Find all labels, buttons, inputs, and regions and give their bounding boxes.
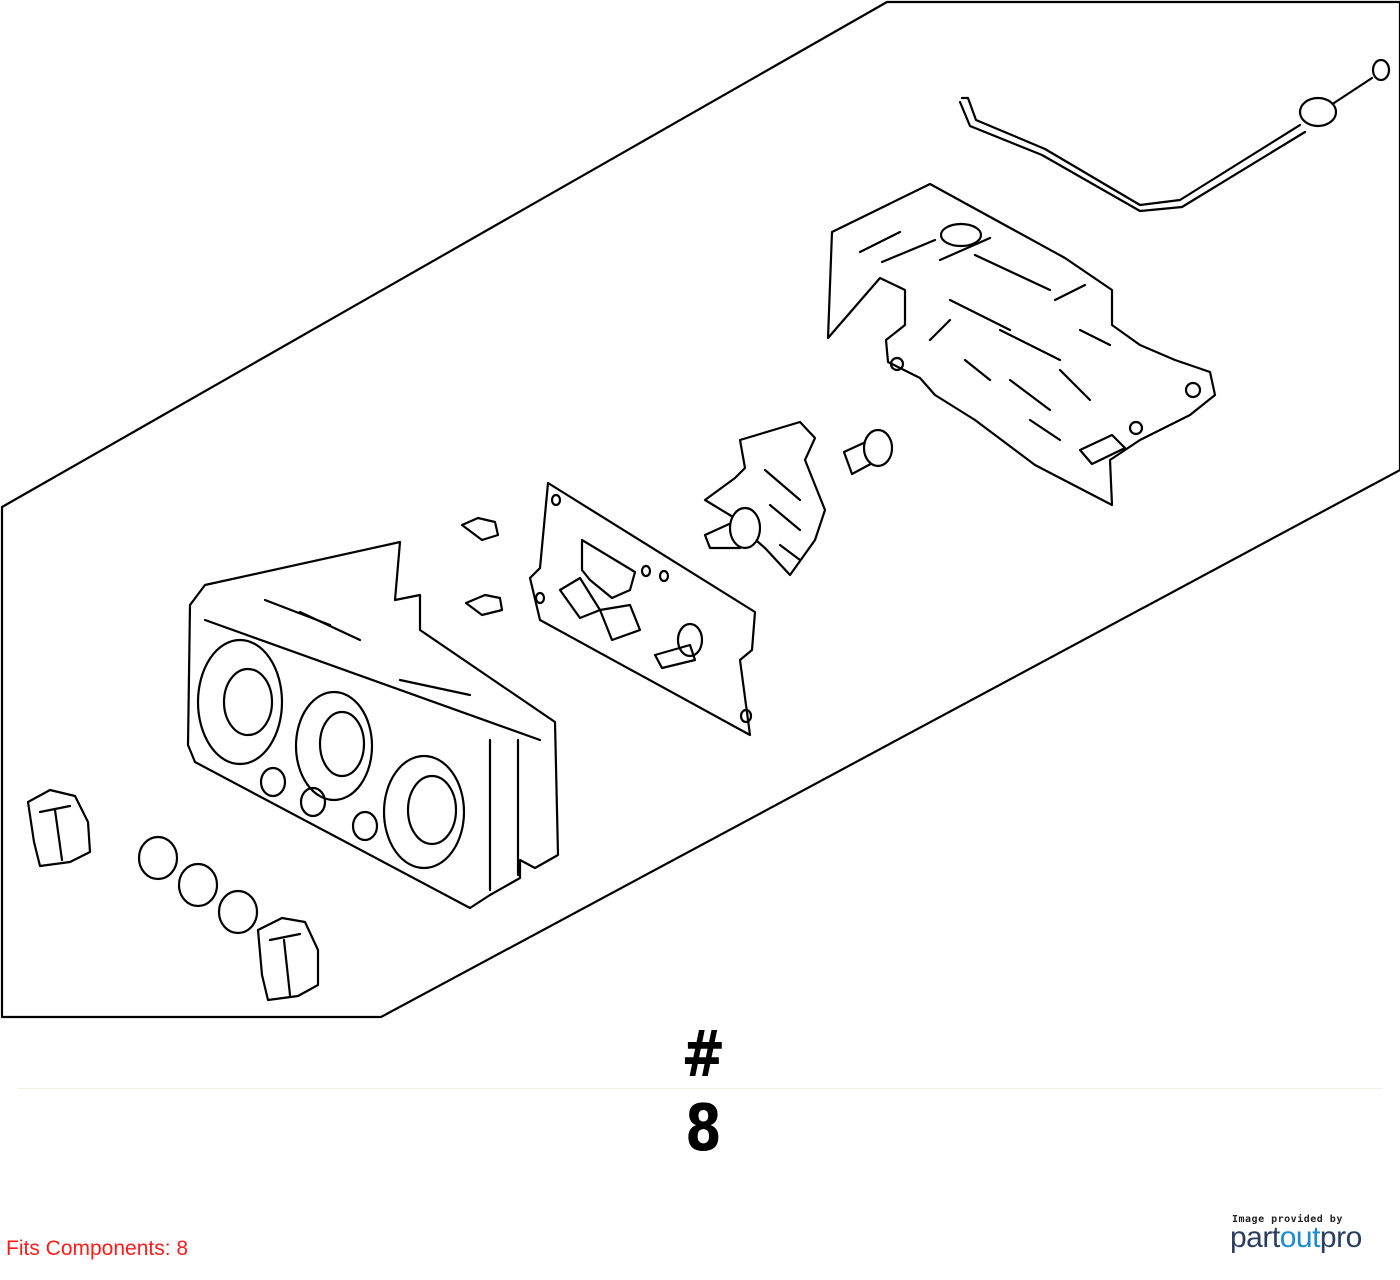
control-housing	[826, 182, 1217, 507]
circuit-plate	[528, 481, 757, 737]
control-cable	[958, 58, 1391, 213]
bulb-lower	[464, 593, 504, 617]
button-1	[137, 835, 179, 881]
divider	[18, 1088, 1382, 1089]
logo-part: part	[1230, 1221, 1280, 1254]
control-panel-bezel	[186, 540, 560, 910]
screw	[842, 428, 894, 476]
knob-left	[26, 788, 92, 868]
logo-pro: pro	[1319, 1221, 1362, 1254]
bulb-upper	[460, 516, 500, 542]
diagram-board	[0, 0, 1400, 1019]
blower-switch	[703, 420, 827, 577]
partoutpro-logo[interactable]: partoutpro	[1230, 1221, 1380, 1255]
component-number-label: # 8	[681, 1018, 729, 1166]
parts-diagram	[0, 0, 1400, 1019]
image-credit: Image provided by partoutpro	[1230, 1214, 1380, 1255]
knob-right	[256, 916, 320, 1002]
button-3	[217, 889, 259, 935]
credit-line: Image provided by	[1232, 1214, 1343, 1225]
button-2	[177, 862, 219, 908]
fits-components-text: Fits Components: 8	[6, 1237, 189, 1260]
logo-out: out	[1279, 1221, 1321, 1254]
